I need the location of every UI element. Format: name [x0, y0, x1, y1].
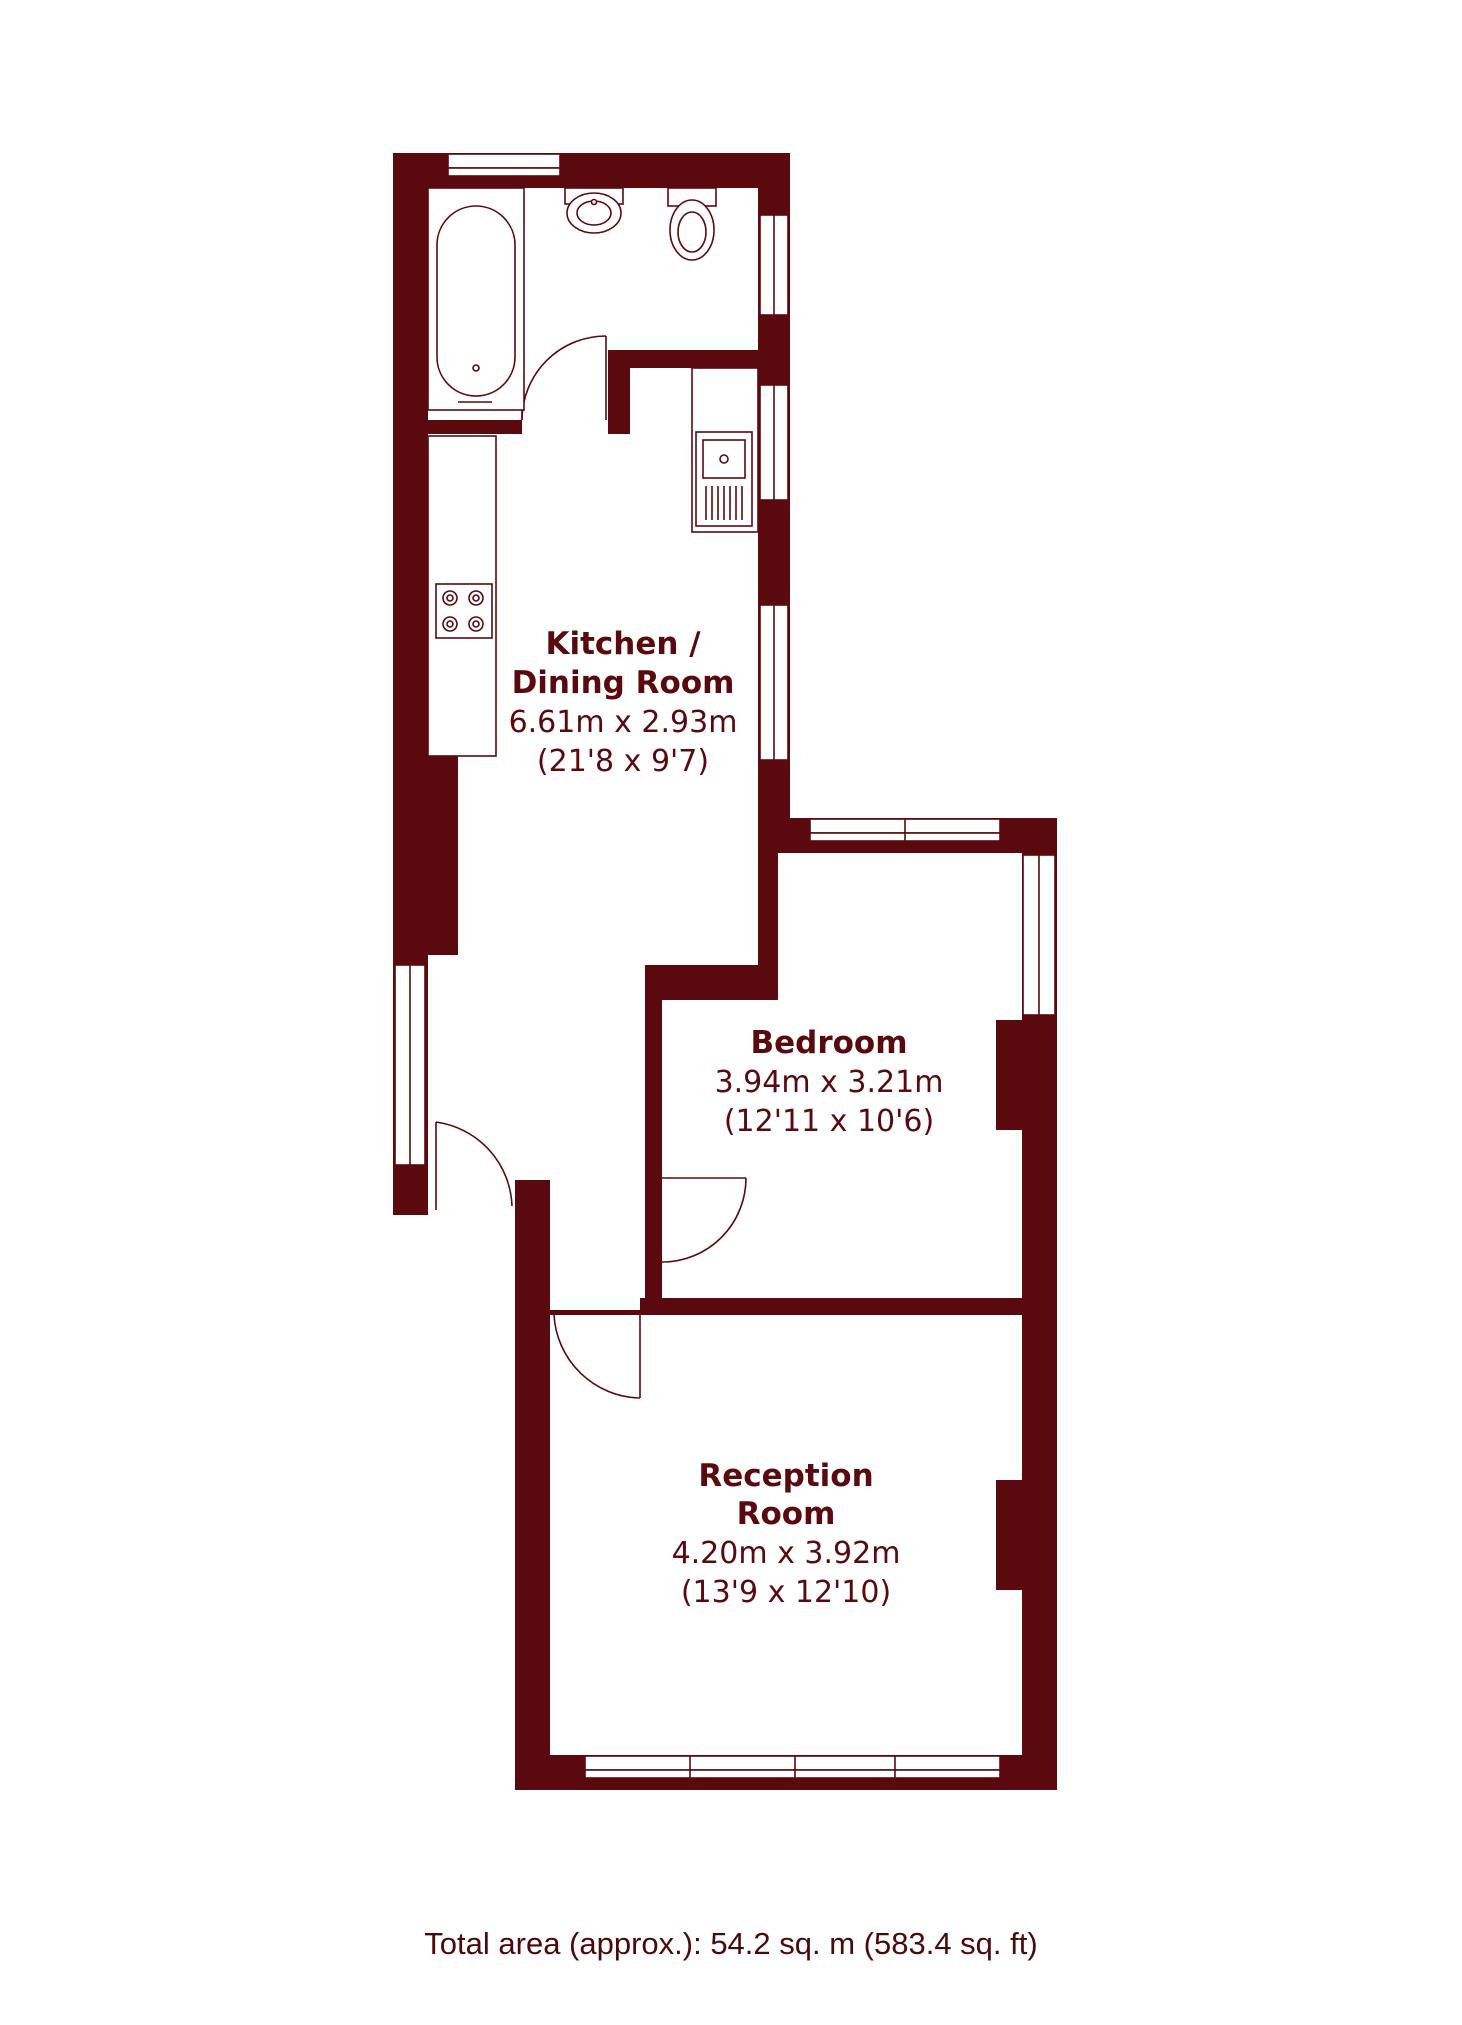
total-area: Total area (approx.): 54.2 sq. m (583.4 … [424, 1926, 1038, 1961]
floors [428, 188, 1022, 1755]
room-name: Dining Room [512, 665, 735, 701]
room-dimensions-imperial: (12'11 x 10'6) [724, 1104, 934, 1139]
internal-walls [428, 350, 1022, 1590]
room-name: Bedroom [750, 1025, 907, 1061]
room-name: Reception [698, 1458, 873, 1494]
room-dimensions-imperial: (21'8 x 9'7) [537, 744, 709, 779]
bathtub-icon [427, 187, 525, 411]
room-label-kitchen: Kitchen / Dining Room 6.61m x 2.93m (21'… [509, 626, 738, 779]
room-label-bedroom: Bedroom 3.94m x 3.21m (12'11 x 10'6) [715, 1025, 944, 1139]
room-dimensions-imperial: (13'9 x 12'10) [681, 1575, 891, 1610]
hob-icon [435, 583, 493, 639]
room-name: Room [737, 1496, 836, 1532]
room-dimensions-metric: 6.61m x 2.93m [509, 705, 738, 740]
basin-icon [564, 187, 624, 234]
room-label-reception: Reception Room 4.20m x 3.92m (13'9 x 12'… [672, 1458, 901, 1610]
windows [394, 153, 1056, 1779]
toilet-icon [667, 187, 717, 261]
room-dimensions-metric: 4.20m x 3.92m [672, 1536, 901, 1571]
room-name: Kitchen / [545, 626, 701, 662]
room-dimensions-metric: 3.94m x 3.21m [715, 1065, 944, 1100]
sink-icon [695, 431, 753, 527]
doors [435, 335, 747, 1399]
